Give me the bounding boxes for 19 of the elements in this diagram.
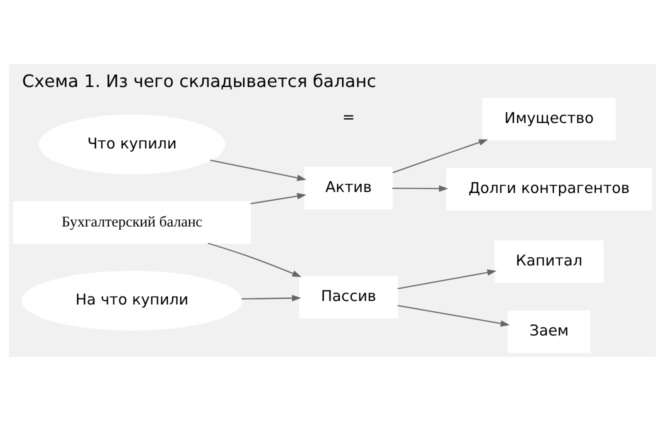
node-box: Заем <box>508 310 590 353</box>
arrow <box>242 294 302 302</box>
node-box: Актив <box>304 166 393 210</box>
arrow <box>392 139 488 174</box>
node-ellipse: Что купили <box>38 114 226 174</box>
label: = <box>342 108 355 126</box>
arrow <box>398 269 497 290</box>
diagram-title: Схема 1. Из чего складывается баланс <box>22 72 376 92</box>
node-box: Капитал <box>494 240 604 283</box>
arrow <box>210 160 306 182</box>
node-box: Бухгалтерский баланс <box>13 201 251 244</box>
arrow <box>398 305 510 327</box>
node-box: Имущество <box>482 98 616 140</box>
arrow <box>250 192 306 204</box>
node-ellipse: На что купили <box>22 270 242 330</box>
node-box: Долги контрагентов <box>446 168 652 210</box>
arrow <box>392 185 448 192</box>
arrow <box>208 242 302 278</box>
node-box: Пассив <box>299 276 398 318</box>
